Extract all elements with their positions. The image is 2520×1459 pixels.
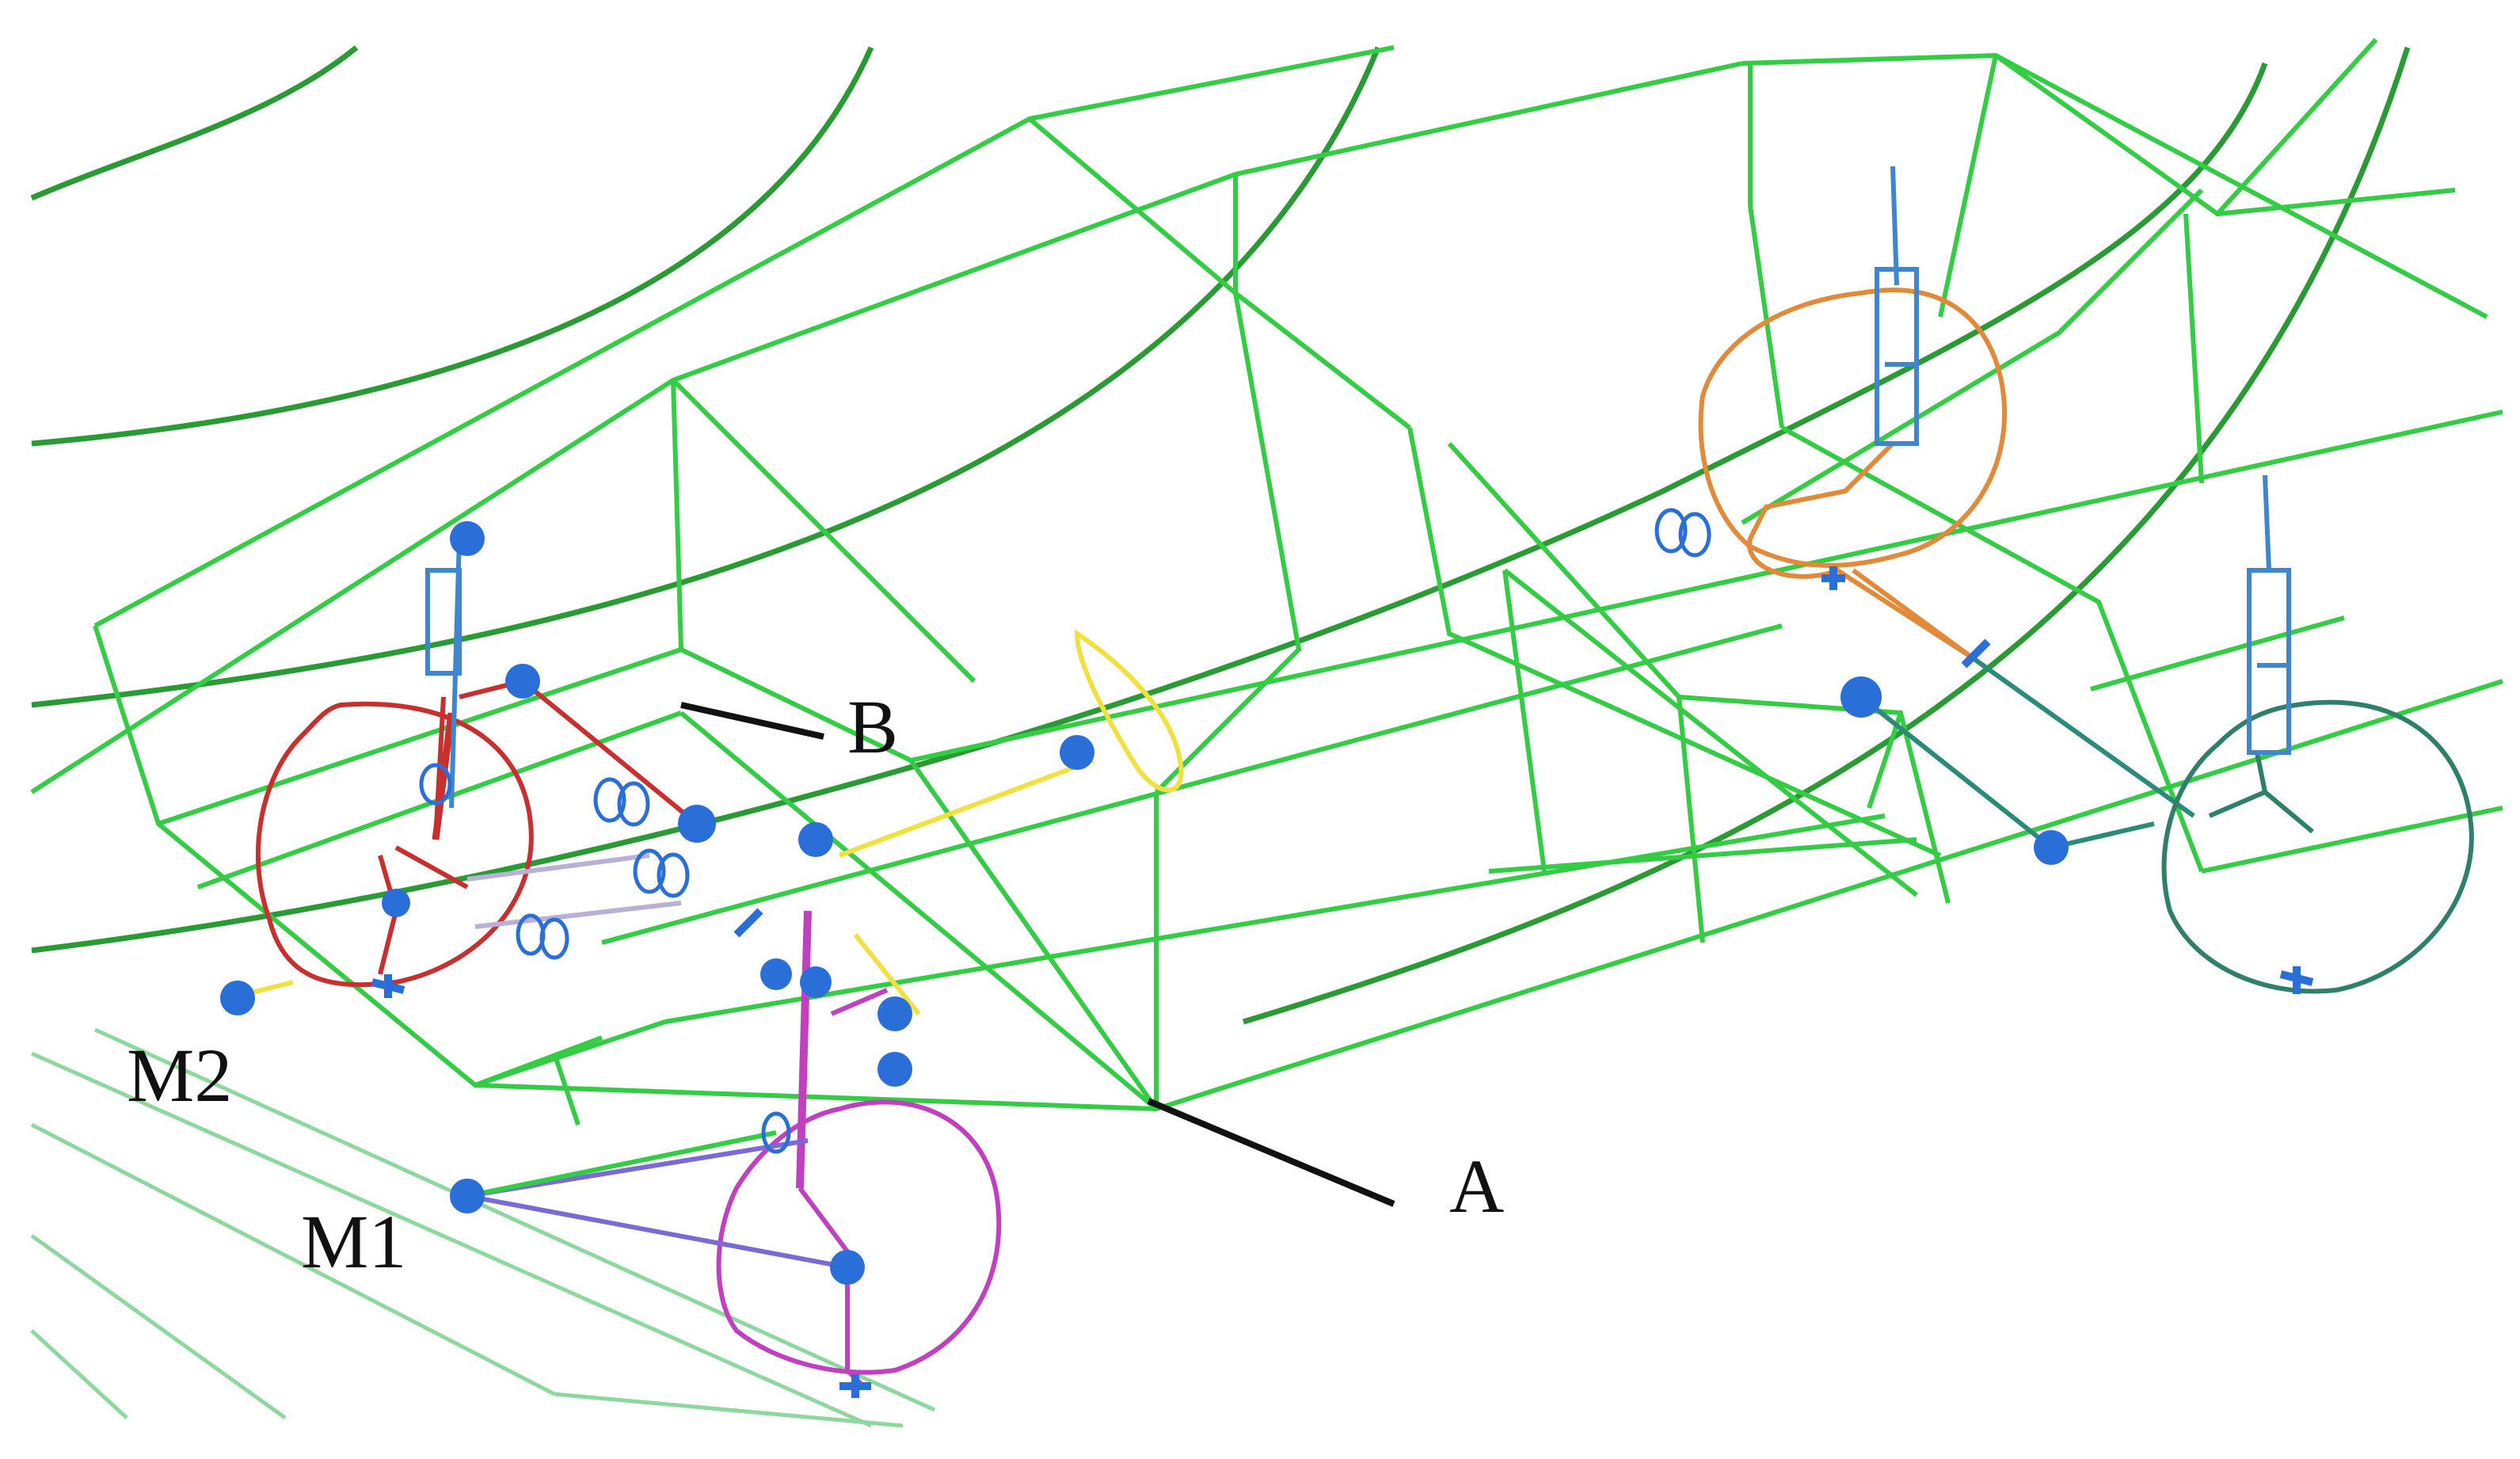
frame-arcs: [30, 45, 2411, 1025]
rear-right-strut: [2247, 568, 2291, 755]
frame-wireframe: [30, 37, 2503, 1126]
labels: A B M1 M2: [127, 684, 1504, 1284]
joint-marker: [450, 521, 485, 556]
callout-lines: [680, 702, 1395, 1207]
joint-marker: [678, 805, 716, 843]
rear-left-suspension: [466, 910, 1002, 1389]
joint-marker: [1060, 735, 1094, 770]
joint-marker: [877, 1052, 912, 1087]
joint-marker: [450, 1179, 485, 1213]
joint-marker: [220, 981, 255, 1015]
link-ticks: [371, 566, 2314, 1398]
label-a: A: [1449, 1144, 1504, 1229]
label-b: B: [847, 684, 898, 769]
joint-marker: [877, 996, 912, 1031]
joint-marker: [800, 966, 832, 998]
bushings: [419, 508, 1711, 1154]
front-right-suspension: [1698, 166, 2195, 850]
joint-marker: [760, 958, 792, 990]
joint-marker: [1841, 676, 1882, 718]
rear-right-suspension: [2161, 474, 2474, 994]
ground-grid: [30, 1027, 936, 1428]
joint-marker: [505, 664, 540, 699]
rear-right-wheel: [2161, 699, 2474, 994]
front-left-wheel: [255, 701, 534, 988]
joint-marker: [798, 822, 833, 857]
joint-marker: [382, 889, 410, 917]
front-right-strut: [1875, 267, 1919, 446]
callout-line-a: [1147, 1098, 1395, 1207]
joint-marker: [2034, 830, 2069, 865]
label-m2: M2: [127, 1033, 232, 1118]
front-left-strut: [425, 568, 462, 676]
joints: [220, 521, 2069, 1285]
joint-marker: [830, 1250, 865, 1285]
callout-line-b: [680, 702, 824, 740]
front-right-wheel: [1698, 288, 2008, 568]
label-m1: M1: [301, 1199, 406, 1284]
